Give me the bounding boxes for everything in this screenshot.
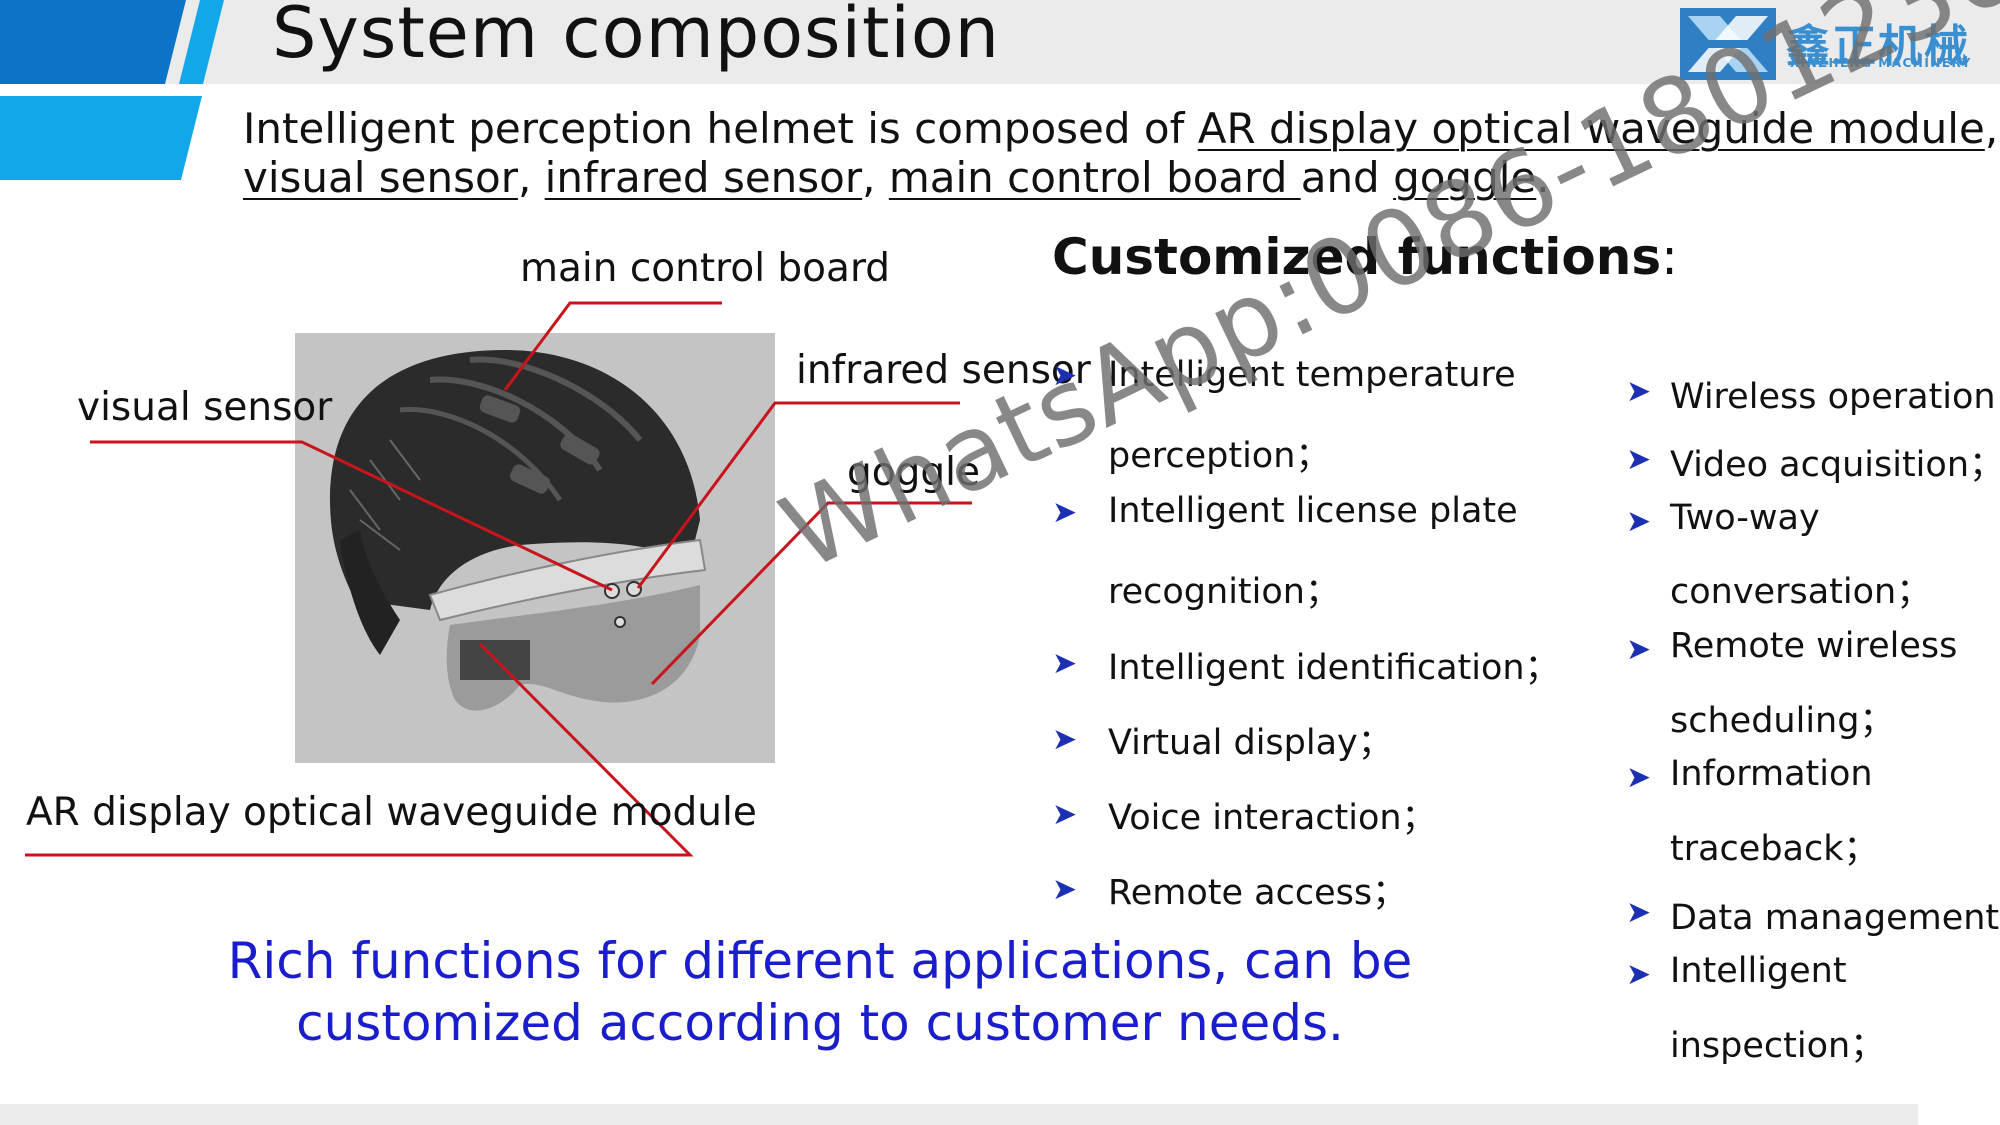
- arrow-bullet-icon: ➤: [1626, 895, 1652, 930]
- label-visual-sensor: visual sensor: [77, 385, 333, 430]
- arrow-bullet-icon: ➤: [1052, 646, 1078, 681]
- intro-infrared-sensor-link: infrared sensor: [544, 153, 863, 202]
- arrow-bullet-icon: ➤: [1626, 760, 1652, 795]
- footer-line-1: Rich functions for different application…: [227, 932, 1413, 990]
- intro-goggle-link: goggle: [1393, 153, 1537, 202]
- header-accent-shapes: [0, 0, 224, 180]
- label-main-control-board: main control board: [520, 246, 891, 291]
- function-item-cont: conversation；: [1670, 572, 1932, 612]
- intro-end: .: [1536, 153, 1550, 202]
- footer-statement: Rich functions for different application…: [0, 930, 1640, 1054]
- function-item: Data management；: [1670, 898, 2000, 938]
- function-item: Video acquisition；: [1670, 445, 2000, 485]
- intro-separator: ,: [862, 153, 889, 202]
- functions-title: Customized functions:: [1052, 228, 1678, 286]
- arrow-bullet-icon: ➤: [1052, 358, 1078, 393]
- label-goggle: goggle: [847, 450, 980, 495]
- function-item-cont: inspection；: [1670, 1026, 1886, 1066]
- function-item: Remote wireless: [1670, 626, 1958, 666]
- arrow-bullet-icon: ➤: [1626, 504, 1652, 539]
- function-item: Intelligent temperature: [1108, 355, 1516, 395]
- helmet-diagram: [25, 301, 972, 857]
- intro-separator: and: [1300, 153, 1394, 202]
- page-title: System composition: [272, 0, 1001, 74]
- function-item: Intelligent license plate: [1108, 491, 1518, 531]
- xinzheng-logo-icon: [1680, 8, 1776, 80]
- footer-line-2: customized according to customer needs.: [296, 994, 1344, 1052]
- callout-lines: [25, 301, 972, 857]
- intro-text: Intelligent perception helmet is compose…: [243, 104, 1198, 153]
- function-item: Two-way: [1670, 498, 1820, 538]
- function-item-cont: traceback；: [1670, 829, 1879, 869]
- arrow-bullet-icon: ➤: [1052, 872, 1078, 907]
- intro-separator: ,: [517, 153, 545, 202]
- function-item-cont: scheduling；: [1670, 701, 1895, 741]
- function-item: Wireless operation；: [1670, 377, 2000, 417]
- arrow-bullet-icon: ➤: [1626, 374, 1652, 409]
- intro-main-board-link: main control board: [888, 153, 1301, 202]
- arrow-bullet-icon: ➤: [1052, 722, 1078, 757]
- label-ar-display-module: AR display optical waveguide module: [26, 790, 757, 835]
- function-item-cont: perception；: [1108, 436, 1331, 476]
- header-band: [0, 0, 2000, 84]
- helmet-illustration: [330, 350, 707, 711]
- arrow-bullet-icon: ➤: [1626, 957, 1652, 992]
- function-item-cont: recognition；: [1108, 572, 1340, 612]
- label-infrared-sensor: infrared sensor: [796, 348, 1091, 393]
- arrow-bullet-icon: ➤: [1052, 797, 1078, 832]
- logo-english-name: XINZHENG MACHINERY: [1790, 56, 1972, 70]
- function-item: Information: [1670, 754, 1873, 794]
- intro-line-2: visual sensor, infrared sensor, main con…: [243, 153, 1550, 202]
- logo-chinese-name: 鑫正机械: [1786, 21, 1970, 72]
- arrow-bullet-icon: ➤: [1052, 495, 1078, 530]
- arrow-bullet-icon: ➤: [1626, 442, 1652, 477]
- function-item: Virtual display；: [1108, 723, 1393, 763]
- intro-separator: ,: [1984, 104, 1999, 153]
- intro-visual-sensor-link: visual sensor: [243, 153, 518, 202]
- arrow-bullet-icon: ➤: [1626, 632, 1652, 667]
- function-item: Intelligent: [1670, 951, 1847, 991]
- function-item: Voice interaction；: [1108, 798, 1437, 838]
- function-item: Intelligent identification；: [1108, 648, 1560, 688]
- intro-ar-module-link: AR display optical waveguide module: [1197, 104, 1985, 153]
- function-item: Remote access；: [1108, 873, 1408, 913]
- footer-band: [0, 1104, 1918, 1125]
- intro-line-1: Intelligent perception helmet is compose…: [243, 104, 1998, 153]
